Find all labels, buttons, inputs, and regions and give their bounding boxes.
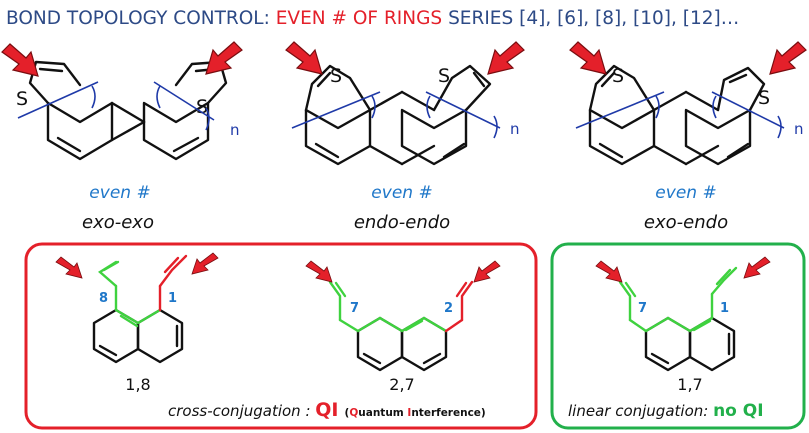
repeat-n-label: n xyxy=(510,120,520,138)
linear-conjugation-box xyxy=(550,242,806,430)
position-label: 7 xyxy=(638,301,647,316)
parity-label: even # xyxy=(371,183,432,203)
arrow-icon xyxy=(769,41,807,75)
sulfur-atom-right: S xyxy=(438,65,450,87)
structure-name: exo-exo xyxy=(82,212,154,233)
compound-1-8: 8 1 1,8 xyxy=(55,252,219,394)
arrow-icon xyxy=(569,41,607,75)
compound-label: 2,7 xyxy=(389,375,414,394)
sulfur-atom-right: S xyxy=(196,96,208,118)
repeat-n-label: n xyxy=(230,121,240,139)
arrow-icon xyxy=(743,256,771,279)
structure-exo-endo: S S n even # exo-endo xyxy=(569,41,807,233)
repeat-cut-left xyxy=(17,81,99,119)
cross-conjugation-box xyxy=(24,242,538,430)
arrow-icon xyxy=(305,260,333,283)
heading-part1: BOND TOPOLOGY CONTROL: xyxy=(6,8,276,29)
sulfur-atom-left: S xyxy=(612,65,624,87)
repeat-cut-right xyxy=(153,81,215,121)
structure-name: endo-endo xyxy=(354,212,450,233)
position-label: 8 xyxy=(99,291,108,306)
heading-part3: SERIES [4], [6], [8], [10], [12]… xyxy=(442,8,739,29)
compound-2-7: 7 2 2,7 xyxy=(305,260,501,394)
heading: BOND TOPOLOGY CONTROL: EVEN # OF RINGS S… xyxy=(6,8,739,29)
heading-part2: EVEN # OF RINGS xyxy=(276,8,442,29)
parity-label: even # xyxy=(655,183,716,203)
arrow-icon xyxy=(473,260,501,283)
compound-label: 1,7 xyxy=(677,375,702,394)
parity-label: even # xyxy=(89,183,150,203)
arrow-icon xyxy=(595,260,623,283)
position-label: 1 xyxy=(168,291,177,306)
sulfur-atom-left: S xyxy=(330,65,342,87)
linear-conjugation-caption: linear conjugation: no QI xyxy=(568,401,764,421)
arrow-icon xyxy=(191,252,219,275)
compound-1-7: 7 1 1,7 xyxy=(595,256,771,394)
arrow-icon xyxy=(1,43,39,77)
arrow-icon xyxy=(487,41,525,75)
position-label: 1 xyxy=(720,301,729,316)
cross-conjugation-caption: cross-conjugation : QI(Quantum Interfere… xyxy=(168,399,486,421)
compound-label: 1,8 xyxy=(125,375,150,394)
structure-exo-exo: S S n even # exo-exo xyxy=(1,41,243,233)
arrow-icon xyxy=(55,256,83,279)
arrow-icon xyxy=(285,41,323,75)
position-label: 2 xyxy=(444,301,453,316)
structure-endo-endo: S S n even # endo-endo xyxy=(285,41,525,233)
sulfur-atom-right: S xyxy=(758,87,770,109)
repeat-n-label: n xyxy=(794,120,804,138)
sulfur-atom-left: S xyxy=(16,88,28,110)
position-label: 7 xyxy=(350,301,359,316)
arrow-icon xyxy=(205,41,243,75)
structure-name: exo-endo xyxy=(644,212,728,233)
